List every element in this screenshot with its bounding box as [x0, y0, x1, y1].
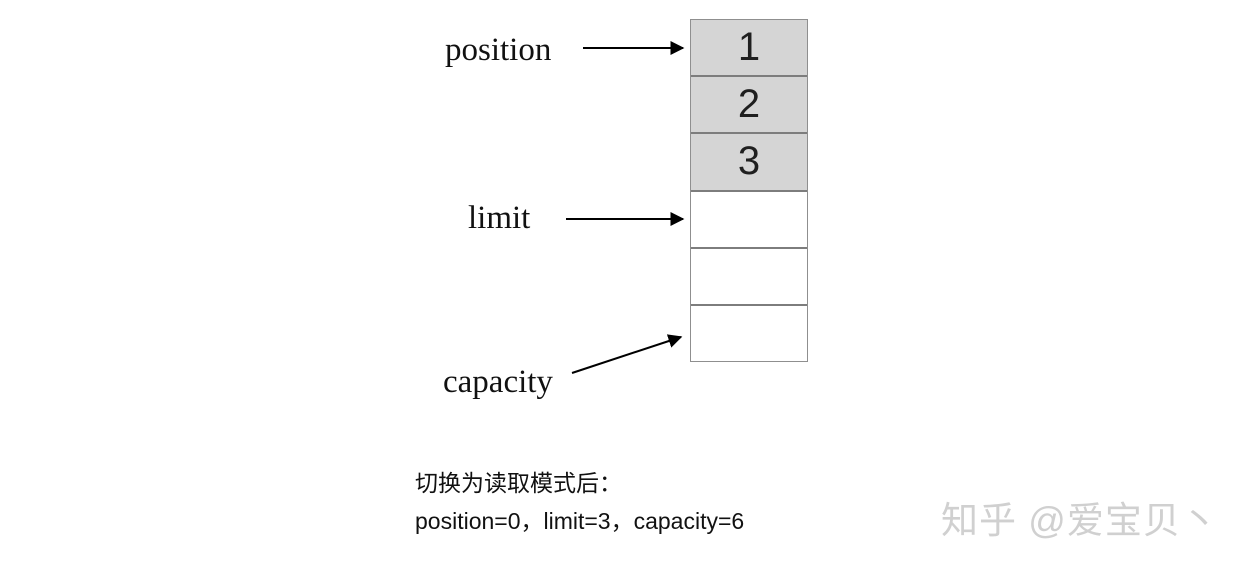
capacity-label: capacity: [443, 364, 553, 400]
caption-line-1: 切换为读取模式后：: [415, 470, 622, 496]
buffer-cell-5: [691, 248, 807, 306]
caption-line-2: position=0，limit=3，capacity=6: [415, 508, 745, 534]
limit-label: limit: [468, 200, 531, 236]
buffer-cell-3: 3: [691, 134, 807, 192]
position-label: position: [445, 32, 552, 68]
caption: 切换为读取模式后： position=0，limit=3，capacity=6: [415, 464, 744, 540]
buffer-cell-4: [691, 191, 807, 249]
buffer-box: 1 2 3: [690, 19, 808, 363]
buffer-cell-1: 1: [691, 20, 807, 78]
capacity-arrow: [571, 334, 683, 374]
buffer-cell-6: [691, 305, 807, 362]
watermark: 知乎 @爱宝贝丶: [941, 500, 1219, 541]
buffer-cell-2: 2: [691, 77, 807, 135]
